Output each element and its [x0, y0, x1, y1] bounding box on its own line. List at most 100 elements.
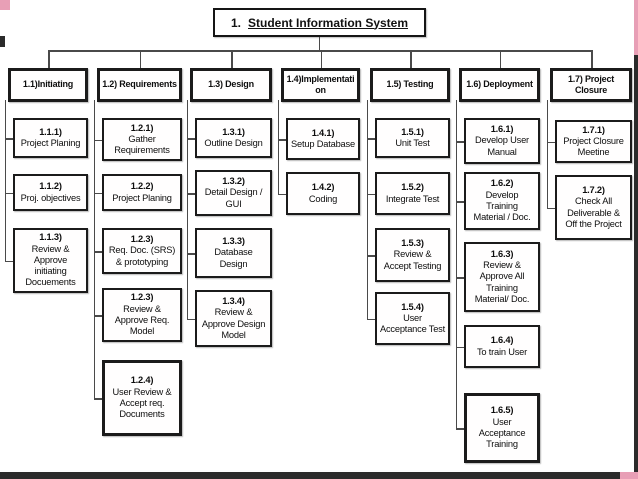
wbs-box-number: 1.5.3)	[401, 238, 424, 248]
wbs-box-label: Review &	[31, 243, 70, 254]
connector-stub	[455, 428, 464, 430]
wbs-box-label: Unit Test	[395, 138, 430, 148]
wbs-box-label: To train User	[476, 346, 528, 357]
connector-spine	[546, 100, 548, 208]
wbs-box-number: 1.2.1)	[130, 122, 154, 133]
wbs-box-number: 1.4.1)	[311, 127, 335, 138]
wbs-box-number: 1.5.2)	[401, 182, 424, 193]
wbs-box-label: Accept Testing	[383, 260, 442, 271]
column-header: 1.2) Requirements	[97, 68, 182, 102]
wbs-box-label: Detail Design /	[204, 187, 263, 198]
wbs-box-label: User	[492, 416, 512, 427]
connector-stub	[4, 192, 13, 194]
column-header: 1.6) Deployment	[459, 68, 540, 102]
connector-title-drop	[318, 37, 320, 50]
wbs-box-label: Coding	[308, 193, 338, 204]
title-text: Student Information System	[248, 15, 409, 30]
column-header: 1.1)Initiating	[8, 68, 88, 102]
connector-stub	[4, 138, 13, 140]
wbs-box: 1.1.2)Proj. objectives	[13, 174, 88, 211]
wbs-box-label: Outline Design	[204, 138, 263, 148]
wbs-box-number: 1.6.5)	[490, 405, 514, 416]
connector-stub	[455, 141, 464, 143]
wbs-box-number: 1.3.3)	[222, 236, 245, 246]
wbs-box-label: Review &	[214, 307, 253, 318]
connector-stub	[366, 255, 375, 257]
connector-drop	[320, 50, 322, 68]
connector-stub	[186, 138, 195, 140]
connector-stub	[93, 315, 102, 317]
wbs-box-number: 1.6.4)	[490, 335, 514, 346]
wbs-box-label: initiating	[34, 266, 67, 277]
wbs-box-number: 1.2.3)	[130, 234, 154, 244]
wbs-box-number: 1.5.1)	[401, 126, 424, 137]
wbs-title-box: 1. Student Information System	[213, 8, 426, 37]
connector-spine	[4, 100, 6, 261]
wbs-box-label: Project Closure	[563, 135, 624, 146]
wbs-box-number: 1.5.4)	[401, 301, 424, 312]
wbs-box: 1.5.3)Review &Accept Testing	[375, 228, 450, 282]
wbs-box-label: Documents	[119, 409, 165, 420]
edge-artifact-bottom	[0, 472, 620, 479]
connector-drop	[139, 50, 141, 68]
connector-drop	[231, 50, 233, 68]
wbs-box-number: 1.6.3)	[490, 248, 514, 259]
connector-stub	[455, 346, 464, 348]
wbs-box-label: Check All	[575, 196, 612, 207]
wbs-box: 1.3.1)Outline Design	[195, 118, 272, 158]
column-header: 1.5) Testing	[370, 68, 450, 102]
wbs-box-number: 1.1.1)	[39, 126, 62, 137]
connector-spine	[277, 100, 279, 194]
wbs-box-number: 1.7.2)	[582, 184, 605, 195]
connector-stub	[93, 398, 102, 400]
wbs-box: 1.3.2)Detail Design /GUI	[195, 170, 272, 216]
wbs-box-label: Project Planing	[20, 138, 81, 148]
wbs-box-number: 1.1.3)	[39, 232, 62, 243]
wbs-box-label: Accept req.	[119, 398, 165, 408]
connector-spine	[455, 100, 457, 428]
connector-stub	[366, 318, 375, 320]
wbs-box-number: 1.2.2)	[130, 181, 154, 192]
edge-artifact-right-top	[634, 0, 638, 55]
wbs-box-label: Review &	[393, 249, 432, 260]
wbs-box: 1.6.4)To train User	[464, 325, 540, 368]
wbs-box-label: Training	[486, 439, 518, 450]
edge-artifact-top-left	[0, 0, 10, 10]
wbs-box: 1.2.3)Review &Approve Req.Model	[102, 288, 182, 342]
wbs-box-label: Off the Project	[565, 218, 622, 229]
title-number: 1.	[230, 15, 241, 30]
wbs-box-label: Develop	[485, 189, 519, 200]
connector-bus	[48, 50, 591, 52]
wbs-box-label: Acceptance	[478, 428, 526, 438]
wbs-box-number: 1.6.2)	[490, 178, 514, 189]
wbs-box-label: Setup Database	[291, 139, 355, 149]
connector-stub	[4, 260, 13, 262]
connector-drop	[410, 50, 412, 68]
connector-stub	[186, 253, 195, 255]
connector-spine	[366, 100, 368, 319]
wbs-box: 1.4.1)Setup Database	[286, 118, 360, 160]
connector-stub	[546, 141, 555, 143]
connector-drop	[499, 50, 501, 68]
wbs-box-label: Requirements	[114, 145, 170, 156]
wbs-box: 1.1.1)Project Planing	[13, 118, 88, 158]
wbs-box-number: 1.4.2)	[311, 182, 335, 193]
connector-stub	[186, 193, 195, 195]
wbs-box-label: Approve	[33, 254, 68, 265]
column-header: 1.3) Design	[190, 68, 272, 102]
connector-stub	[366, 138, 375, 140]
edge-artifact-bottom-right	[620, 472, 638, 479]
wbs-box-label: Integrate Test	[385, 193, 440, 204]
wbs-box-label: Proj. objectives	[20, 192, 81, 203]
wbs-box-number: 1.3.2)	[222, 176, 245, 186]
wbs-box-label: Review &	[483, 260, 521, 270]
connector-stub	[186, 318, 195, 320]
connector-stub	[93, 139, 102, 141]
connector-stub	[546, 207, 555, 209]
